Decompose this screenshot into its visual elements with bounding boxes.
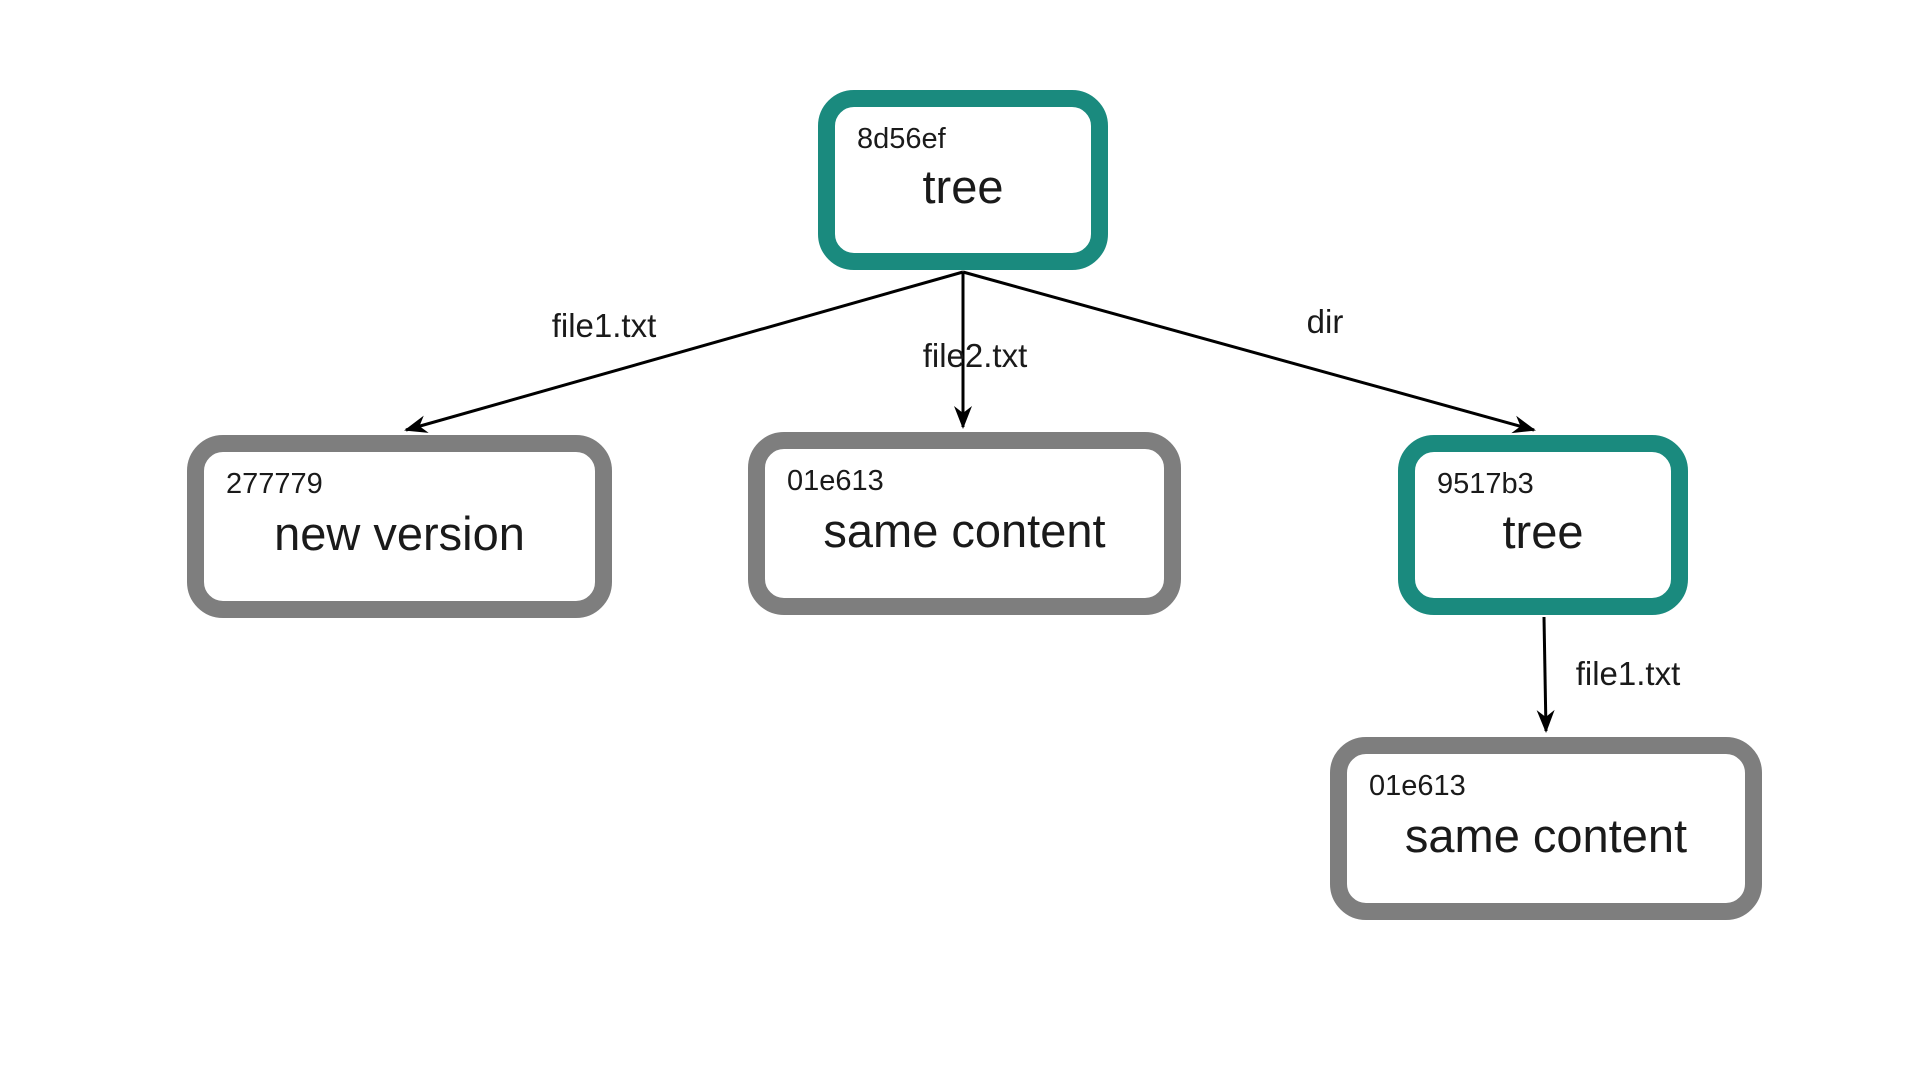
- edge-label-file1-txt: file1.txt: [551, 306, 657, 344]
- node-hash: 01e613: [787, 465, 884, 497]
- node-label: new version: [274, 506, 525, 560]
- node-blob-new-version: 277779 new version: [187, 435, 612, 618]
- node-label: same content: [1404, 808, 1688, 862]
- node-root-tree: 8d56ef tree: [818, 90, 1108, 270]
- node-label: tree: [1502, 505, 1584, 559]
- edge-label-dir: dir: [1306, 302, 1344, 340]
- edge-label-file1-txt-2: file1.txt: [1575, 654, 1681, 692]
- node-blob-same-content: 01e613 same content: [748, 432, 1181, 615]
- node-label: tree: [922, 160, 1004, 214]
- node-hash: 8d56ef: [857, 123, 946, 155]
- node-hash: 01e613: [1369, 770, 1466, 802]
- node-label: same content: [823, 503, 1106, 557]
- edge-root-to-newversion: [404, 270, 964, 433]
- node-blob-same-content-2: 01e613 same content: [1330, 737, 1762, 920]
- node-hash: 277779: [226, 468, 323, 500]
- edge-root-to-subtree: [962, 270, 1536, 434]
- node-hash: 9517b3: [1437, 468, 1534, 500]
- node-subtree: 9517b3 tree: [1398, 435, 1688, 615]
- edge-label-file2-txt: file2.txt: [922, 336, 1028, 374]
- edge-subtree-to-samecontent: [1536, 616, 1555, 733]
